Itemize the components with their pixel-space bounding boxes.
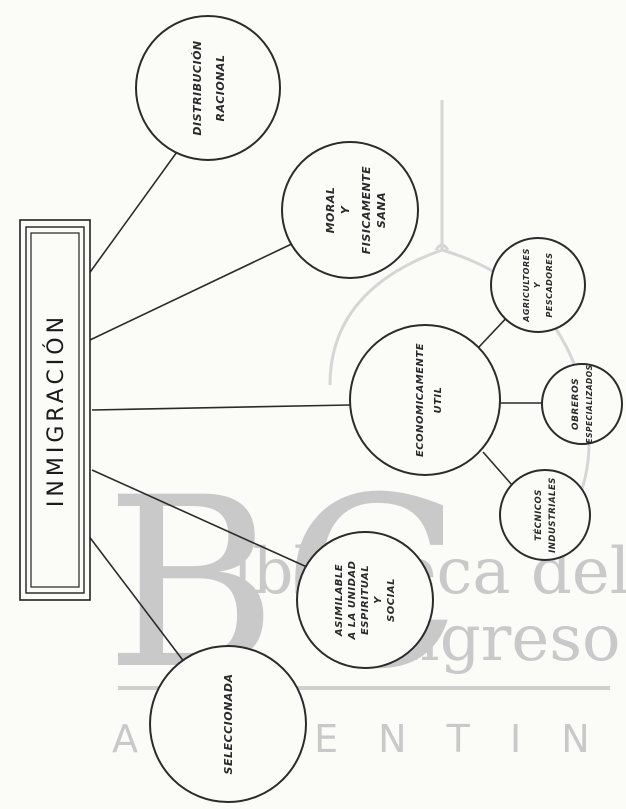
node-moral-circle (281, 141, 419, 279)
label-asimilable-4: Y (373, 595, 384, 604)
label-moral-2: Y (339, 205, 352, 214)
label-obreros-2: ESPECIALIZADOS (585, 364, 594, 443)
label-economica-1: ECONOMICAMENTE (415, 343, 426, 457)
label-moral-4: SANA (375, 192, 388, 228)
node-economica-circle (349, 324, 501, 476)
node-tecnicos-circle (499, 469, 591, 561)
node-obreros-label: OBREROS ESPECIALIZADOS (571, 364, 594, 443)
label-tecnicos-1: TÉCNICOS (532, 489, 544, 541)
edge-root-moral (89, 239, 301, 341)
label-distribucion-2: RACIONAL (214, 55, 227, 122)
label-moral-3: FISICAMENTE (360, 166, 373, 254)
node-obreros-circle (541, 363, 623, 445)
label-obreros-1: OBREROS (571, 378, 581, 430)
node-asimilable-circle (296, 531, 434, 669)
node-seleccionada-circle (149, 645, 307, 803)
node-moral-label: MORAL Y FISICAMENTE SANA (324, 166, 388, 254)
node-economica-label: ECONOMICAMENTE UTIL (415, 343, 444, 457)
label-moral-1: MORAL (324, 187, 337, 234)
node-distribucion-circle (135, 15, 281, 161)
node-agricultores-label: AGRICULTORES Y PESCADORES (522, 248, 554, 323)
label-tecnicos-2: INDUSTRIALES (548, 477, 558, 553)
label-asimilable-5: SOCIAL (386, 578, 397, 622)
edge-root-distribucion (87, 144, 183, 276)
edge-root-seleccionada (87, 534, 189, 668)
label-agricultores-2: Y (533, 281, 542, 288)
edge-root-asimilable (91, 469, 319, 573)
node-labels: DISTRIBUCIÓN RACIONAL MORAL Y FISICAMENT… (191, 40, 594, 774)
node-agricultores-circle (490, 237, 586, 333)
label-asimilable-1: ASIMILABLE (334, 564, 345, 637)
label-economica-2: UTIL (433, 386, 444, 413)
root-node: INMIGRACIÓN (19, 219, 91, 601)
root-frame-outer (19, 219, 91, 601)
node-tecnicos-label: TÉCNICOS INDUSTRIALES (532, 477, 558, 553)
node-circles (135, 15, 623, 803)
edge-root-economica (91, 404, 351, 411)
node-distribucion-label: DISTRIBUCIÓN RACIONAL (191, 40, 227, 135)
label-asimilable-2: A LA UNIDAD (347, 561, 358, 641)
label-asimilable-3: ESPIRITUAL (360, 565, 371, 635)
node-seleccionada-label: SELECCIONADA (222, 674, 235, 775)
edge-economica-tecnicos (482, 451, 513, 486)
label-distribucion-1: DISTRIBUCIÓN (191, 40, 204, 135)
label-seleccionada-1: SELECCIONADA (222, 674, 235, 775)
label-agricultores-3: PESCADORES (545, 253, 554, 318)
root-frame-inner (30, 232, 80, 588)
root-label: INMIGRACIÓN (43, 313, 69, 507)
root-frame-middle (25, 226, 85, 594)
label-agricultores-1: AGRICULTORES (522, 248, 531, 323)
node-asimilable-label: ASIMILABLE A LA UNIDAD ESPIRITUAL Y SOCI… (334, 561, 397, 641)
